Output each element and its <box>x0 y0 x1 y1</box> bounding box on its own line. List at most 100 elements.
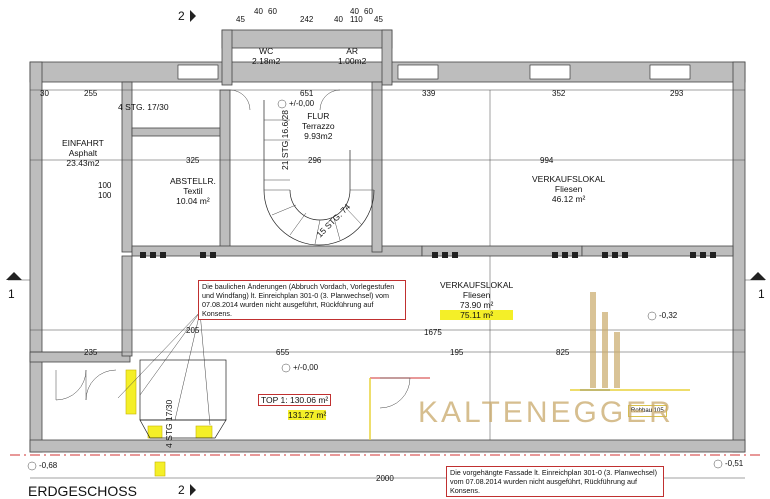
dim-top-45: 45 <box>236 15 245 24</box>
dim-651: 651 <box>300 89 314 98</box>
section-arrow-top <box>190 10 196 22</box>
dim-195: 195 <box>450 348 464 357</box>
room-verkaufslokal-mid-name: VERKAUFSLOKAL <box>440 280 514 290</box>
windows <box>177 64 691 80</box>
inner-wall-abstell-right <box>219 89 231 253</box>
room-flur-area: 9.93m2 <box>304 131 333 141</box>
doors <box>55 89 610 409</box>
dim-top-45b: 45 <box>374 15 383 24</box>
walls <box>29 29 746 453</box>
room-einfahrt-name: EINFAHRT <box>62 138 104 148</box>
section-mark-left: 1 <box>8 287 15 301</box>
room-flur-name: FLUR <box>307 111 330 121</box>
dim-255: 255 <box>84 89 98 98</box>
west-wall <box>29 61 43 453</box>
level-flur: +/-0,00 <box>289 99 315 108</box>
dim-825: 825 <box>556 348 570 357</box>
annex-west-wall <box>221 29 233 86</box>
highlights <box>125 369 213 477</box>
room-wc-area: 2.18m2 <box>252 56 281 66</box>
stair-label-4b: 4 STG 17/30 <box>164 400 174 448</box>
note-bauliche-aenderungen: Die baulichen Änderungen (Abbruch Vordac… <box>198 280 406 320</box>
inner-wall-stair-right <box>371 81 383 253</box>
dim-top-110: 110 <box>350 15 363 24</box>
room-verkaufslokal-mid: VERKAUFSLOKAL Fliesen 73.90 m² 75.11 m² <box>440 280 514 320</box>
window-4 <box>649 64 691 80</box>
section-mark-right: 1 <box>758 287 765 301</box>
stair-label-21: 21 STG 16.6/28 <box>280 110 290 170</box>
room-ar: AR 1.00m2 <box>338 46 366 66</box>
dim-339: 339 <box>422 89 436 98</box>
level-main: +/-0,00 <box>293 363 319 372</box>
windfang-steps <box>139 419 227 439</box>
stair-label-4: 4 STG. 17/30 <box>118 102 169 112</box>
note-fassade: Die vorgehängte Fassade lt. Einreichplan… <box>446 466 664 497</box>
room-abstellr: ABSTELLR. Textil 10.04 m² <box>170 176 216 206</box>
level-bottom-right: -0,51 <box>725 459 744 468</box>
room-ar-area: 1.00m2 <box>338 56 367 66</box>
level-bottom-left: -0,68 <box>39 461 58 470</box>
room-top1: TOP 1: 130.06 m² <box>258 394 332 406</box>
room-abstellr-name: ABSTELLR. <box>170 176 216 186</box>
dim-1675: 1675 <box>424 328 442 337</box>
room-flur-floor: Terrazzo <box>302 121 335 131</box>
inner-wall-einfahrt <box>121 81 133 253</box>
room-einfahrt-floor: Asphalt <box>68 148 98 158</box>
room-top1-name: TOP 1: 130.06 m² <box>261 395 329 405</box>
dim-2000: 2000 <box>376 474 394 483</box>
room-ar-name: AR <box>346 46 359 56</box>
inner-wall-einfahrt-lower <box>121 255 133 357</box>
section-arrow-bottom <box>190 484 196 496</box>
room-wc: WC 2.18m2 <box>252 46 280 66</box>
room-abstellr-floor: Textil <box>183 186 203 196</box>
dim-235: 235 <box>84 348 98 357</box>
dim-top-40b: 40 <box>334 15 343 24</box>
room-verkaufslokal-mid-area-alt: 75.11 m² <box>440 310 514 320</box>
kaltenegger-logo: KALTENEGGER <box>418 396 674 429</box>
level-markers: +/-0,00 +/-0,00 -0,32 -0,68 -0,51 <box>27 99 744 471</box>
inner-wall-mid-far <box>581 245 734 257</box>
room-verkaufslokal-top-name: VERKAUFSLOKAL <box>532 174 606 184</box>
section-mark-bottom: 2 <box>178 483 185 497</box>
floor-markers <box>140 252 716 258</box>
section-arrow-left <box>6 272 22 280</box>
dim-655: 655 <box>276 348 290 357</box>
dim-352: 352 <box>552 89 566 98</box>
room-einfahrt: EINFAHRT Asphalt 23.43m2 <box>62 138 104 168</box>
room-verkaufslokal-mid-floor: Fliesen <box>462 290 491 300</box>
room-verkaufslokal-top: VERKAUFSLOKAL Fliesen 46.12 m² <box>532 174 605 204</box>
annex-north-wall <box>221 29 393 49</box>
level-right-mid: -0,32 <box>659 311 678 320</box>
dim-100a: 100 <box>98 181 112 190</box>
inner-wall-windfang <box>29 351 131 363</box>
dim-top-60: 60 <box>268 7 277 16</box>
dim-994: 994 <box>540 156 554 165</box>
room-verkaufslokal-top-floor: Fliesen <box>554 184 583 194</box>
dim-100b: 100 <box>98 191 112 200</box>
window-2 <box>397 64 439 80</box>
dim-top-40: 40 <box>254 7 263 16</box>
section-mark-top: 2 <box>178 9 185 23</box>
annex-east-wall <box>381 29 393 86</box>
dim-293: 293 <box>670 89 684 98</box>
dim-top-40c: 40 <box>350 7 359 16</box>
dim-205: 205 <box>186 326 200 335</box>
spiral-stair <box>263 100 375 246</box>
window-3 <box>529 64 571 80</box>
room-wc-name: WC <box>259 46 274 56</box>
east-wall <box>732 61 746 453</box>
room-flur: FLUR Terrazzo 9.93m2 <box>302 111 335 141</box>
page-title: ERDGESCHOSS <box>28 483 137 499</box>
dim-top-242: 242 <box>300 15 314 24</box>
legend-rohbau: Rohbau 105 <box>628 405 667 417</box>
south-wall <box>29 439 746 453</box>
inner-wall-abstell-top <box>131 127 229 137</box>
dim-top-60b: 60 <box>364 7 373 16</box>
dim-325: 325 <box>186 156 200 165</box>
room-abstellr-area: 10.04 m² <box>176 196 210 206</box>
room-top1-area-alt: 131.27 m² <box>288 410 327 420</box>
dim-30a: 30 <box>40 89 49 98</box>
room-einfahrt-area: 23.43m2 <box>66 158 100 168</box>
windfang <box>139 359 227 421</box>
